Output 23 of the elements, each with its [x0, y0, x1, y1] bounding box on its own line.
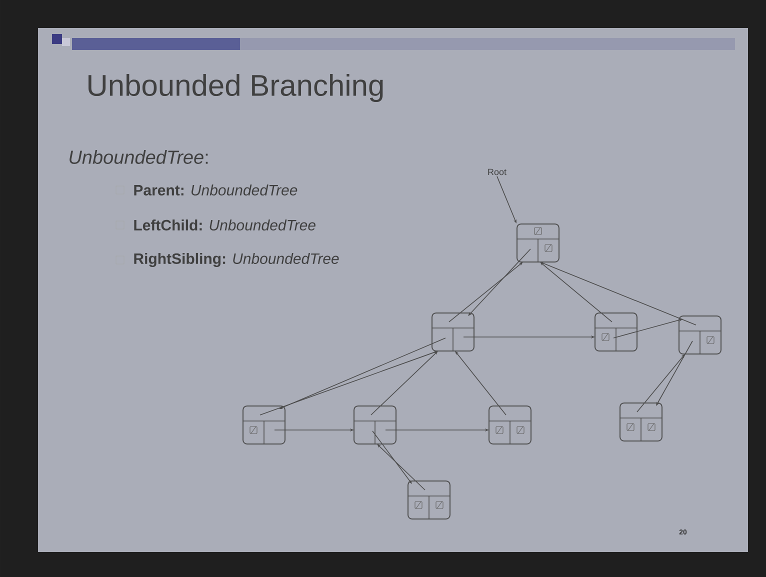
arrow — [372, 430, 412, 484]
arrow — [377, 444, 426, 490]
pointer-label: Root — [488, 168, 506, 176]
tree-node-box — [594, 312, 638, 352]
list-item: Parent: UnboundedTree — [134, 184, 298, 196]
list-heading: UnboundedTree: — [70, 150, 208, 164]
arrow — [370, 351, 438, 416]
arrow — [636, 354, 685, 412]
tree-node-box — [678, 316, 722, 354]
tree-node-box — [488, 406, 532, 444]
tree-node-box — [242, 406, 286, 444]
tree-node-box — [432, 312, 474, 352]
tree-node-box — [516, 224, 560, 262]
list-item: LeftChild: UnboundedTree — [134, 219, 316, 230]
slide-title: Unbounded Branching — [88, 74, 383, 102]
arrow — [540, 262, 612, 322]
tree-node-box — [354, 406, 396, 444]
list-item: RightSibling: UnboundedTree — [134, 252, 339, 268]
arrow — [455, 351, 506, 416]
tree-node-box — [408, 480, 450, 520]
arrow — [468, 248, 531, 316]
tree-node-box — [620, 402, 662, 442]
arrow — [448, 262, 523, 322]
